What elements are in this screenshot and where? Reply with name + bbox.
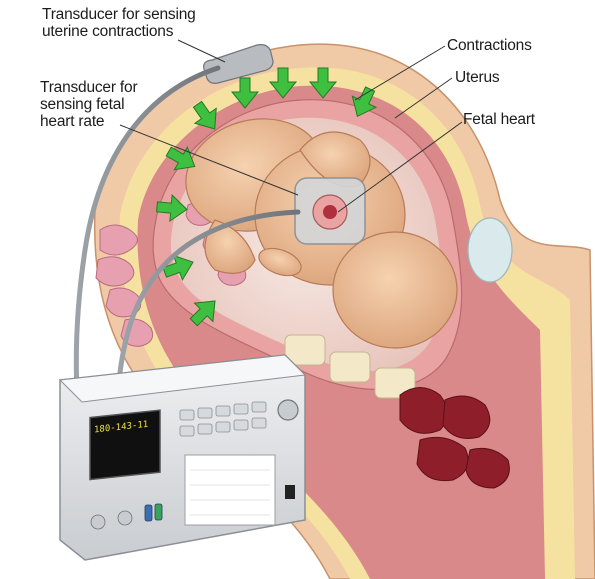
power-switch [285,485,295,499]
fetal-heart-icon [323,205,337,219]
spine [284,334,416,399]
label-contractions: Contractions [447,37,532,54]
monitor-knob [277,399,299,421]
bladder [467,217,513,283]
monitor-buttons [179,401,267,437]
fetus [185,118,458,349]
toco-transducer [203,44,274,84]
fhr-transducer [294,177,366,245]
label-fetal-heart: Fetal heart [463,111,535,128]
fetal-monitor [58,354,307,561]
label-uterus: Uterus [455,69,500,86]
leader-lines [119,39,463,213]
label-fhr-transducer: Transducer for sensing fetal heart rate [40,79,138,130]
contraction-arrows [156,67,378,327]
monitor-ports [90,503,163,530]
monitor-screen [89,409,161,481]
paper-printout [184,454,276,526]
label-uterine-transducer: Transducer for sensing uterine contracti… [42,6,196,40]
rectum [399,387,510,489]
